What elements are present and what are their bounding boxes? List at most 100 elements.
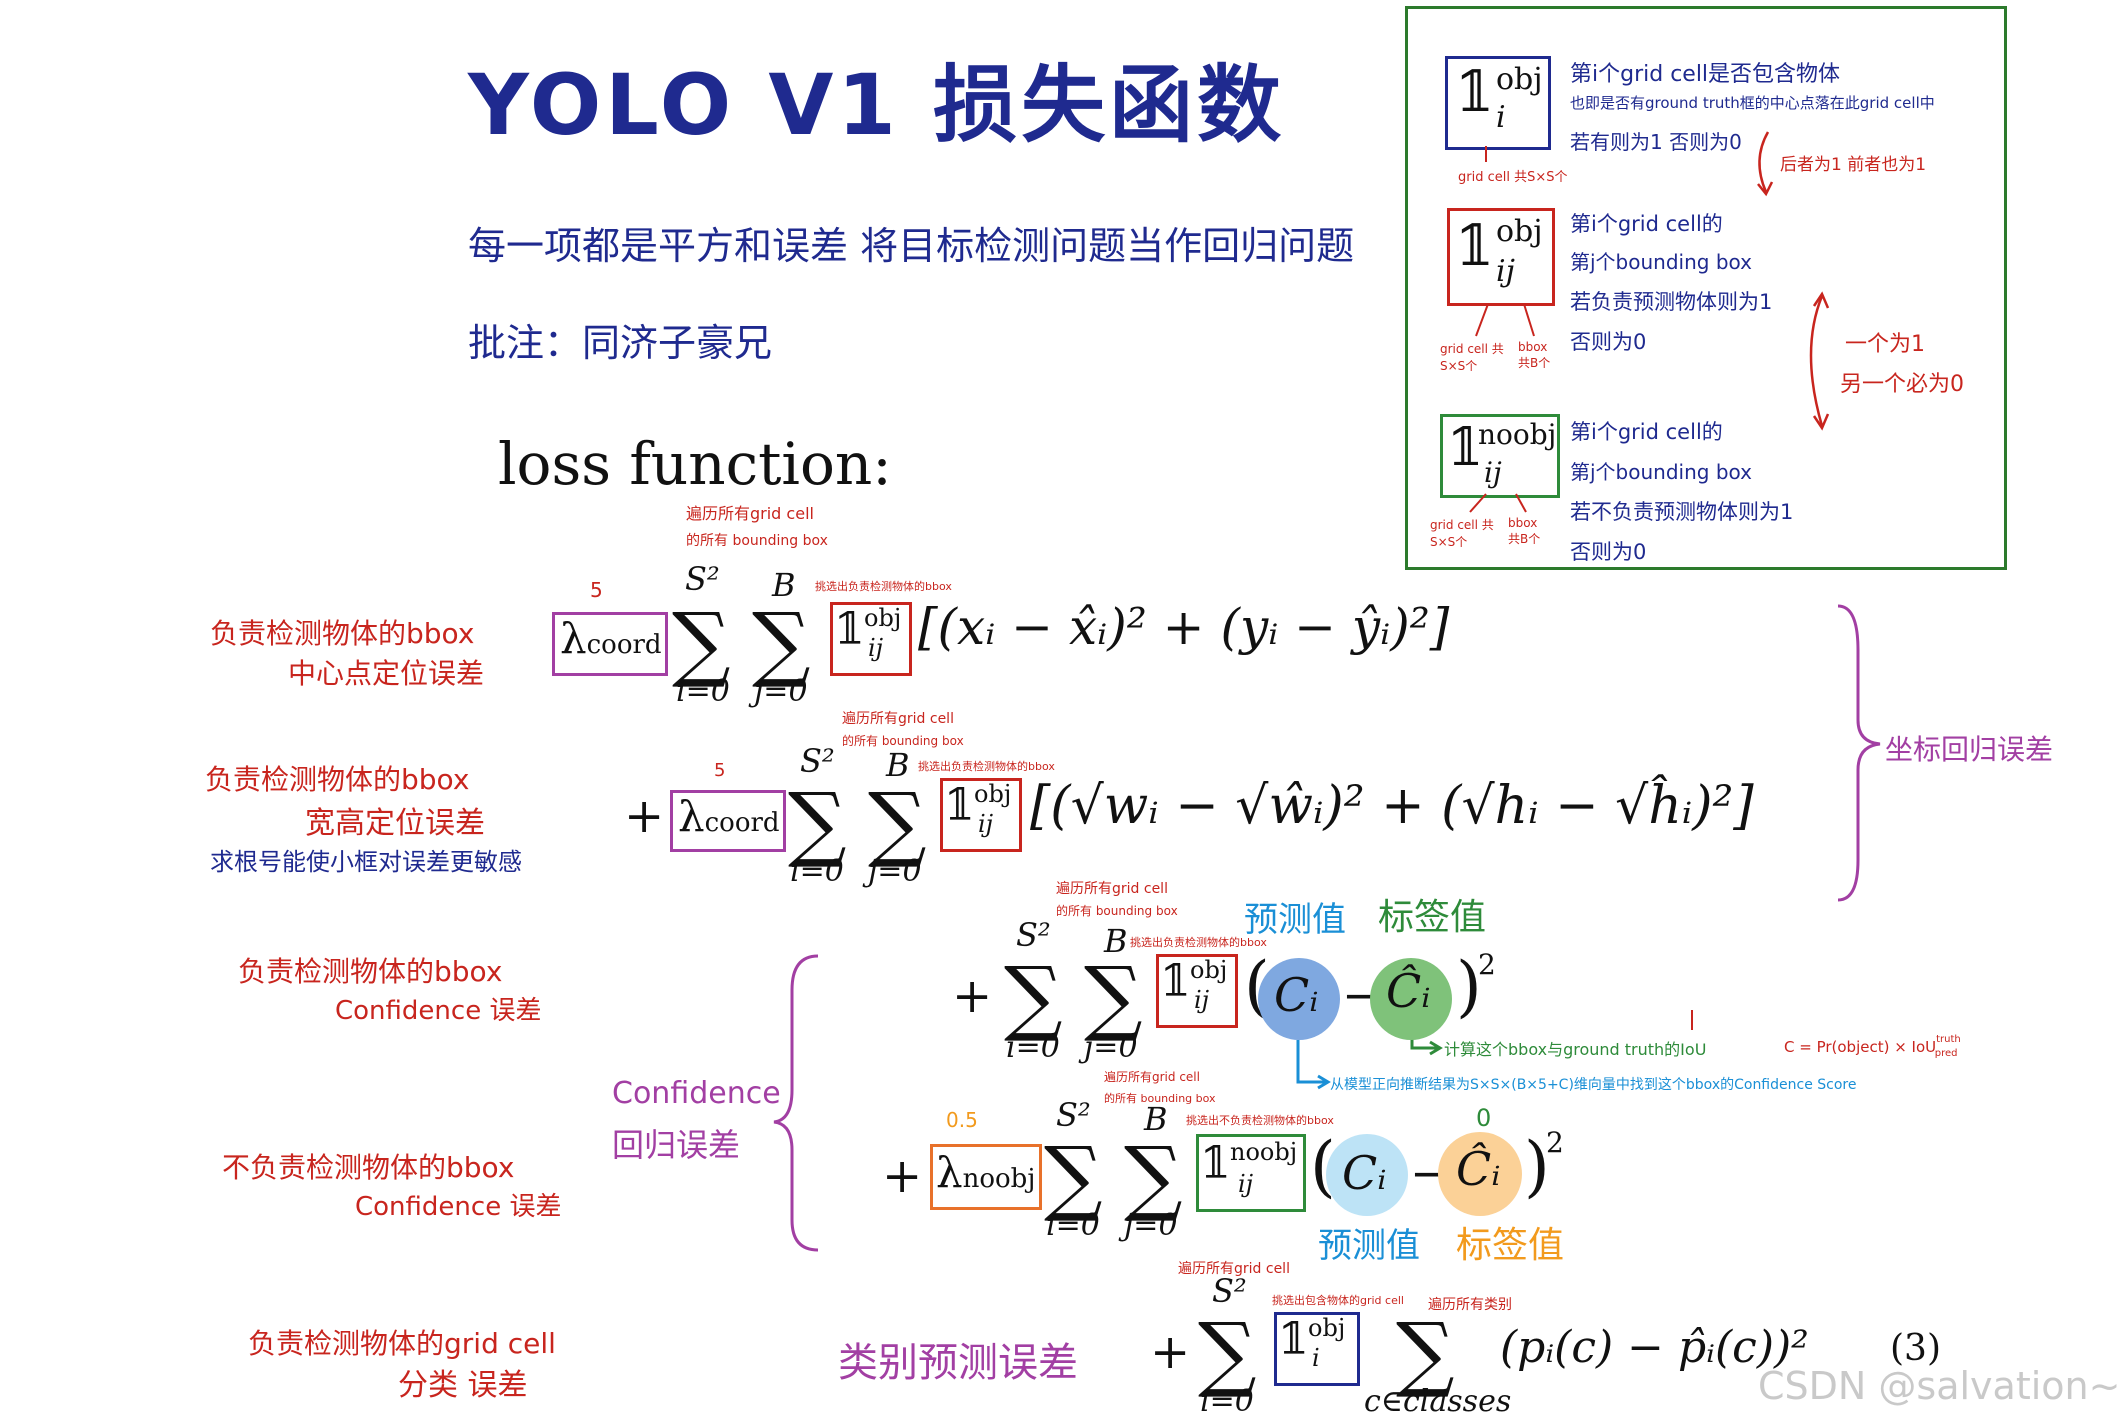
lambda-coord-2: λcoord <box>678 792 780 841</box>
sum-j-top-2: B <box>886 746 910 784</box>
page-title: YOLO V1 损失函数 <box>468 56 1286 154</box>
indicator-obj-i-sup: obj <box>1496 62 1543 97</box>
legend3-line3: 若不负责预测物体则为1 <box>1570 500 1794 524</box>
lambda-noobj: λnoobj <box>936 1148 1036 1197</box>
pred-label-4: 预测值 <box>1318 1226 1420 1266</box>
label-obj-conf-1: 负责检测物体的bbox <box>238 955 503 988</box>
ci-gt-4: Ĉᵢ <box>1456 1142 1501 1196</box>
ci-pred: Cᵢ <box>1274 968 1319 1022</box>
lambda-coord-val-2: 5 <box>714 760 726 781</box>
sum-j-top-3: B <box>1104 922 1128 960</box>
indicator-obj-ij-sub: ij <box>1496 254 1515 289</box>
label-noobj-conf-2: Confidence 误差 <box>355 1192 562 1222</box>
legend3-foot-left: grid cell 共S×S个 <box>1430 518 1494 549</box>
indicator-noobj-ij-box <box>1440 414 1560 498</box>
pick-note-3: 挑选出负责检测物体的bbox <box>1130 936 1267 949</box>
legend2-foot-left: grid cell 共S×S个 <box>1440 342 1504 373</box>
legend3-line4: 否则为0 <box>1570 540 1647 564</box>
pred-label-3: 预测值 <box>1244 900 1346 940</box>
group-label-cls: 类别预测误差 <box>838 1340 1078 1386</box>
term1: [(xᵢ − x̂ᵢ)² + (yᵢ − ŷᵢ)²] <box>918 598 1450 656</box>
gt-label-4: 标签值 <box>1456 1225 1565 1266</box>
watermark: CSDN @salvation~ <box>1758 1364 2121 1408</box>
sum-i-top-2: S² <box>800 742 835 780</box>
indicator-obj-ij-box <box>1447 208 1555 306</box>
traverse-note-3b: 的所有 bounding box <box>1056 904 1178 918</box>
legend2-line3: 若负责预测物体则为1 <box>1570 290 1773 314</box>
gt-label-3: 标签值 <box>1378 897 1487 938</box>
indicator-obj-i-sub: i <box>1496 100 1506 135</box>
ci-circle-gt <box>1370 958 1452 1040</box>
traverse-note-2b: 的所有 bounding box <box>842 734 964 748</box>
sum-i-bot-4: i=0 <box>1046 1208 1100 1243</box>
sum-i-2: ∑ <box>788 776 847 871</box>
indicator-obj-i-box <box>1445 56 1551 150</box>
ci-circle-pred <box>1258 958 1340 1040</box>
sum-j-bot-4: j=0 <box>1124 1208 1178 1243</box>
legend1-foot: grid cell 共S×S个 <box>1458 170 1568 185</box>
sum-i-bot-5: i=0 <box>1200 1384 1254 1419</box>
legend-arrow1-head <box>1757 181 1774 197</box>
sum-j-bot-2: j=0 <box>868 854 922 889</box>
indicator-obj-ij-sup: obj <box>1496 214 1543 249</box>
lambda-coord-box-2 <box>670 790 786 852</box>
pick-note-1: 挑选出负责检测物体的bbox <box>815 580 952 593</box>
indicator-noobj-ij-sub: ij <box>1484 456 1502 489</box>
term5: (pᵢ(c) − p̂ᵢ(c))² <box>1500 1322 1809 1373</box>
calc-iou-note: 计算这个bbox与ground truth的IoU <box>1444 1040 1707 1059</box>
plus-3: + <box>952 968 993 1024</box>
traverse-note-4b: 的所有 bounding box <box>1104 1092 1216 1105</box>
label-center-error-1: 负责检测物体的bbox <box>210 617 475 650</box>
sum-i-bot-3: i=0 <box>1006 1030 1060 1065</box>
legend-arrow-note2-a: 一个为1 <box>1845 332 1925 357</box>
legend3-foot-right: bbox 共B个 <box>1508 516 1541 546</box>
ci-hat-arrow <box>1410 1036 1438 1050</box>
sum-i-top-4: S² <box>1056 1096 1091 1134</box>
traverse-note-2a: 遍历所有grid cell <box>842 711 954 727</box>
sum-i-bot-2: i=0 <box>790 854 844 889</box>
legend-arrow1 <box>1758 131 1770 193</box>
legend-arrow-note1: 后者为1 前者也为1 <box>1780 155 1927 175</box>
legend-panel <box>1405 6 2007 570</box>
legend-arrow2-head-top <box>1812 291 1830 309</box>
legend3-line1: 第i个grid cell的 <box>1570 420 1723 444</box>
indicator-box-3 <box>1156 954 1238 1028</box>
term2: [(√wᵢ − √ŵᵢ)² + (√hᵢ − √ĥᵢ)²] <box>1030 776 1754 836</box>
equation-number: (3) <box>1890 1328 1941 1369</box>
legend-arrow-note2-b: 另一个必为0 <box>1840 372 1964 397</box>
legend2-line2: 第j个bounding box <box>1570 250 1752 274</box>
noobj-zero: 0 <box>1476 1104 1492 1132</box>
subtitle: 每一项都是平方和误差 将目标检测问题当作回归问题 <box>468 224 1355 268</box>
indicator-box-4 <box>1196 1134 1306 1212</box>
sum-j-top-4: B <box>1144 1100 1168 1138</box>
conf-brace <box>773 954 819 1252</box>
legend-arrow2 <box>1809 295 1824 427</box>
sq-3: 2 <box>1478 948 1496 981</box>
sum-j-top-1: B <box>772 566 796 604</box>
ci-pred-4: Cᵢ <box>1342 1146 1387 1200</box>
label-center-error-2: 中心点定位误差 <box>288 657 485 690</box>
sum-j-4: ∑ <box>1124 1130 1183 1225</box>
paren-close-4: ) <box>1524 1128 1550 1205</box>
lambda-noobj-box <box>930 1144 1042 1210</box>
plus-4: + <box>882 1148 923 1204</box>
sum-j-3: ∑ <box>1084 950 1143 1045</box>
pick-note-2: 挑选出负责检测物体的bbox <box>918 760 1055 773</box>
pick-noobj-note: 挑选出不负责检测物体的bbox <box>1186 1114 1334 1127</box>
sum-i-top-1: S² <box>685 560 720 598</box>
annotation-note: 批注：同济子豪兄 <box>468 321 773 365</box>
c-formula: C = Pr(object) × IoUtruthpred <box>1784 1034 1961 1059</box>
indicator-obj-i-symbol: 𝟙 <box>1455 60 1494 125</box>
traverse-note-3a: 遍历所有grid cell <box>1056 881 1168 897</box>
legend1-line3: 若有则为1 否则为0 <box>1570 130 1742 154</box>
from-model-note: 从模型正向推断结果为S×S×(B×5+C)维向量中找到这个bbox的Confid… <box>1330 1077 1857 1093</box>
label-cls-error-2: 分类 误差 <box>398 1368 528 1403</box>
plus-5: + <box>1150 1324 1191 1380</box>
sum-i-bot-1: i=0 <box>676 674 730 709</box>
sum-j-2: ∑ <box>868 776 927 871</box>
legend2-foot-right: bbox 共B个 <box>1518 340 1551 370</box>
